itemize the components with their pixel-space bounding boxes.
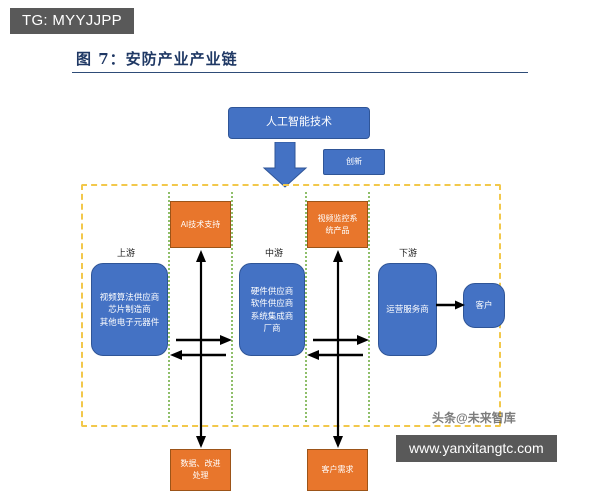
title-divider bbox=[72, 72, 528, 73]
video-surveillance-line-2: 统产品 bbox=[325, 225, 350, 235]
data-improvement-box[interactable]: 数据、改进 处理 bbox=[170, 449, 231, 491]
midstream-line-4: 厂商 bbox=[263, 322, 281, 333]
upstream-line-1: 视频算法供应商 bbox=[99, 292, 160, 303]
video-surveillance-line-1: 视频监控系 bbox=[317, 213, 358, 223]
downstream-box[interactable]: 运营服务商 bbox=[378, 263, 437, 356]
downstream-to-customer-arrow bbox=[436, 300, 465, 310]
stage-label-downstream: 下游 bbox=[399, 248, 418, 258]
page-title: 图 7：安防产业产业链 bbox=[76, 50, 238, 68]
upstream-line-2: 芯片制造商 bbox=[108, 304, 151, 315]
lane-1-arrows bbox=[170, 250, 232, 448]
url-banner: www.yanxitangtc.com bbox=[396, 435, 557, 462]
ai-technology-box[interactable]: 人工智能技术 bbox=[228, 107, 370, 139]
midstream-box[interactable]: 硬件供应商 软件供应商 系统集成商 厂商 bbox=[239, 263, 305, 356]
midstream-line-2: 软件供应商 bbox=[250, 298, 294, 309]
upstream-line-3: 其他电子元器件 bbox=[99, 316, 160, 327]
innovation-label: 创新 bbox=[346, 157, 362, 167]
downstream-line-1: 运营服务商 bbox=[386, 304, 429, 315]
innovation-box[interactable]: 创新 bbox=[323, 149, 385, 175]
customer-label: 客户 bbox=[475, 300, 493, 311]
customer-demand-box[interactable]: 客户需求 bbox=[307, 449, 368, 491]
midstream-line-3: 系统集成商 bbox=[250, 310, 294, 321]
stage-label-upstream: 上游 bbox=[117, 248, 136, 258]
stage-label-midstream: 中游 bbox=[265, 248, 284, 258]
ai-support-box[interactable]: AI技术支持 bbox=[170, 201, 231, 248]
industry-chain-diagram: 人工智能技术 创新 上游 中游 下游 AI技术支持 数据、改进 处理 视频监控系… bbox=[0, 80, 600, 491]
down-arrow-icon bbox=[262, 142, 308, 188]
lane-midstream-downstream bbox=[305, 192, 370, 422]
video-surveillance-product-box[interactable]: 视频监控系 统产品 bbox=[307, 201, 368, 248]
data-improvement-line-2: 处理 bbox=[192, 471, 209, 480]
lane-2-arrows bbox=[307, 250, 369, 448]
toutiao-watermark: 头条@未来智库 bbox=[432, 411, 516, 425]
lane-upstream-midstream bbox=[168, 192, 233, 422]
upstream-box[interactable]: 视频算法供应商 芯片制造商 其他电子元器件 bbox=[91, 263, 168, 356]
midstream-line-1: 硬件供应商 bbox=[250, 285, 294, 296]
ai-technology-label: 人工智能技术 bbox=[266, 116, 332, 129]
customer-demand-line-1: 客户需求 bbox=[321, 465, 354, 475]
data-improvement-line-1: 数据、改进 bbox=[180, 459, 221, 469]
ai-support-line-1: AI技术支持 bbox=[180, 219, 221, 229]
tg-banner: TG: MYYJJPP bbox=[10, 8, 134, 34]
customer-box[interactable]: 客户 bbox=[463, 283, 505, 328]
